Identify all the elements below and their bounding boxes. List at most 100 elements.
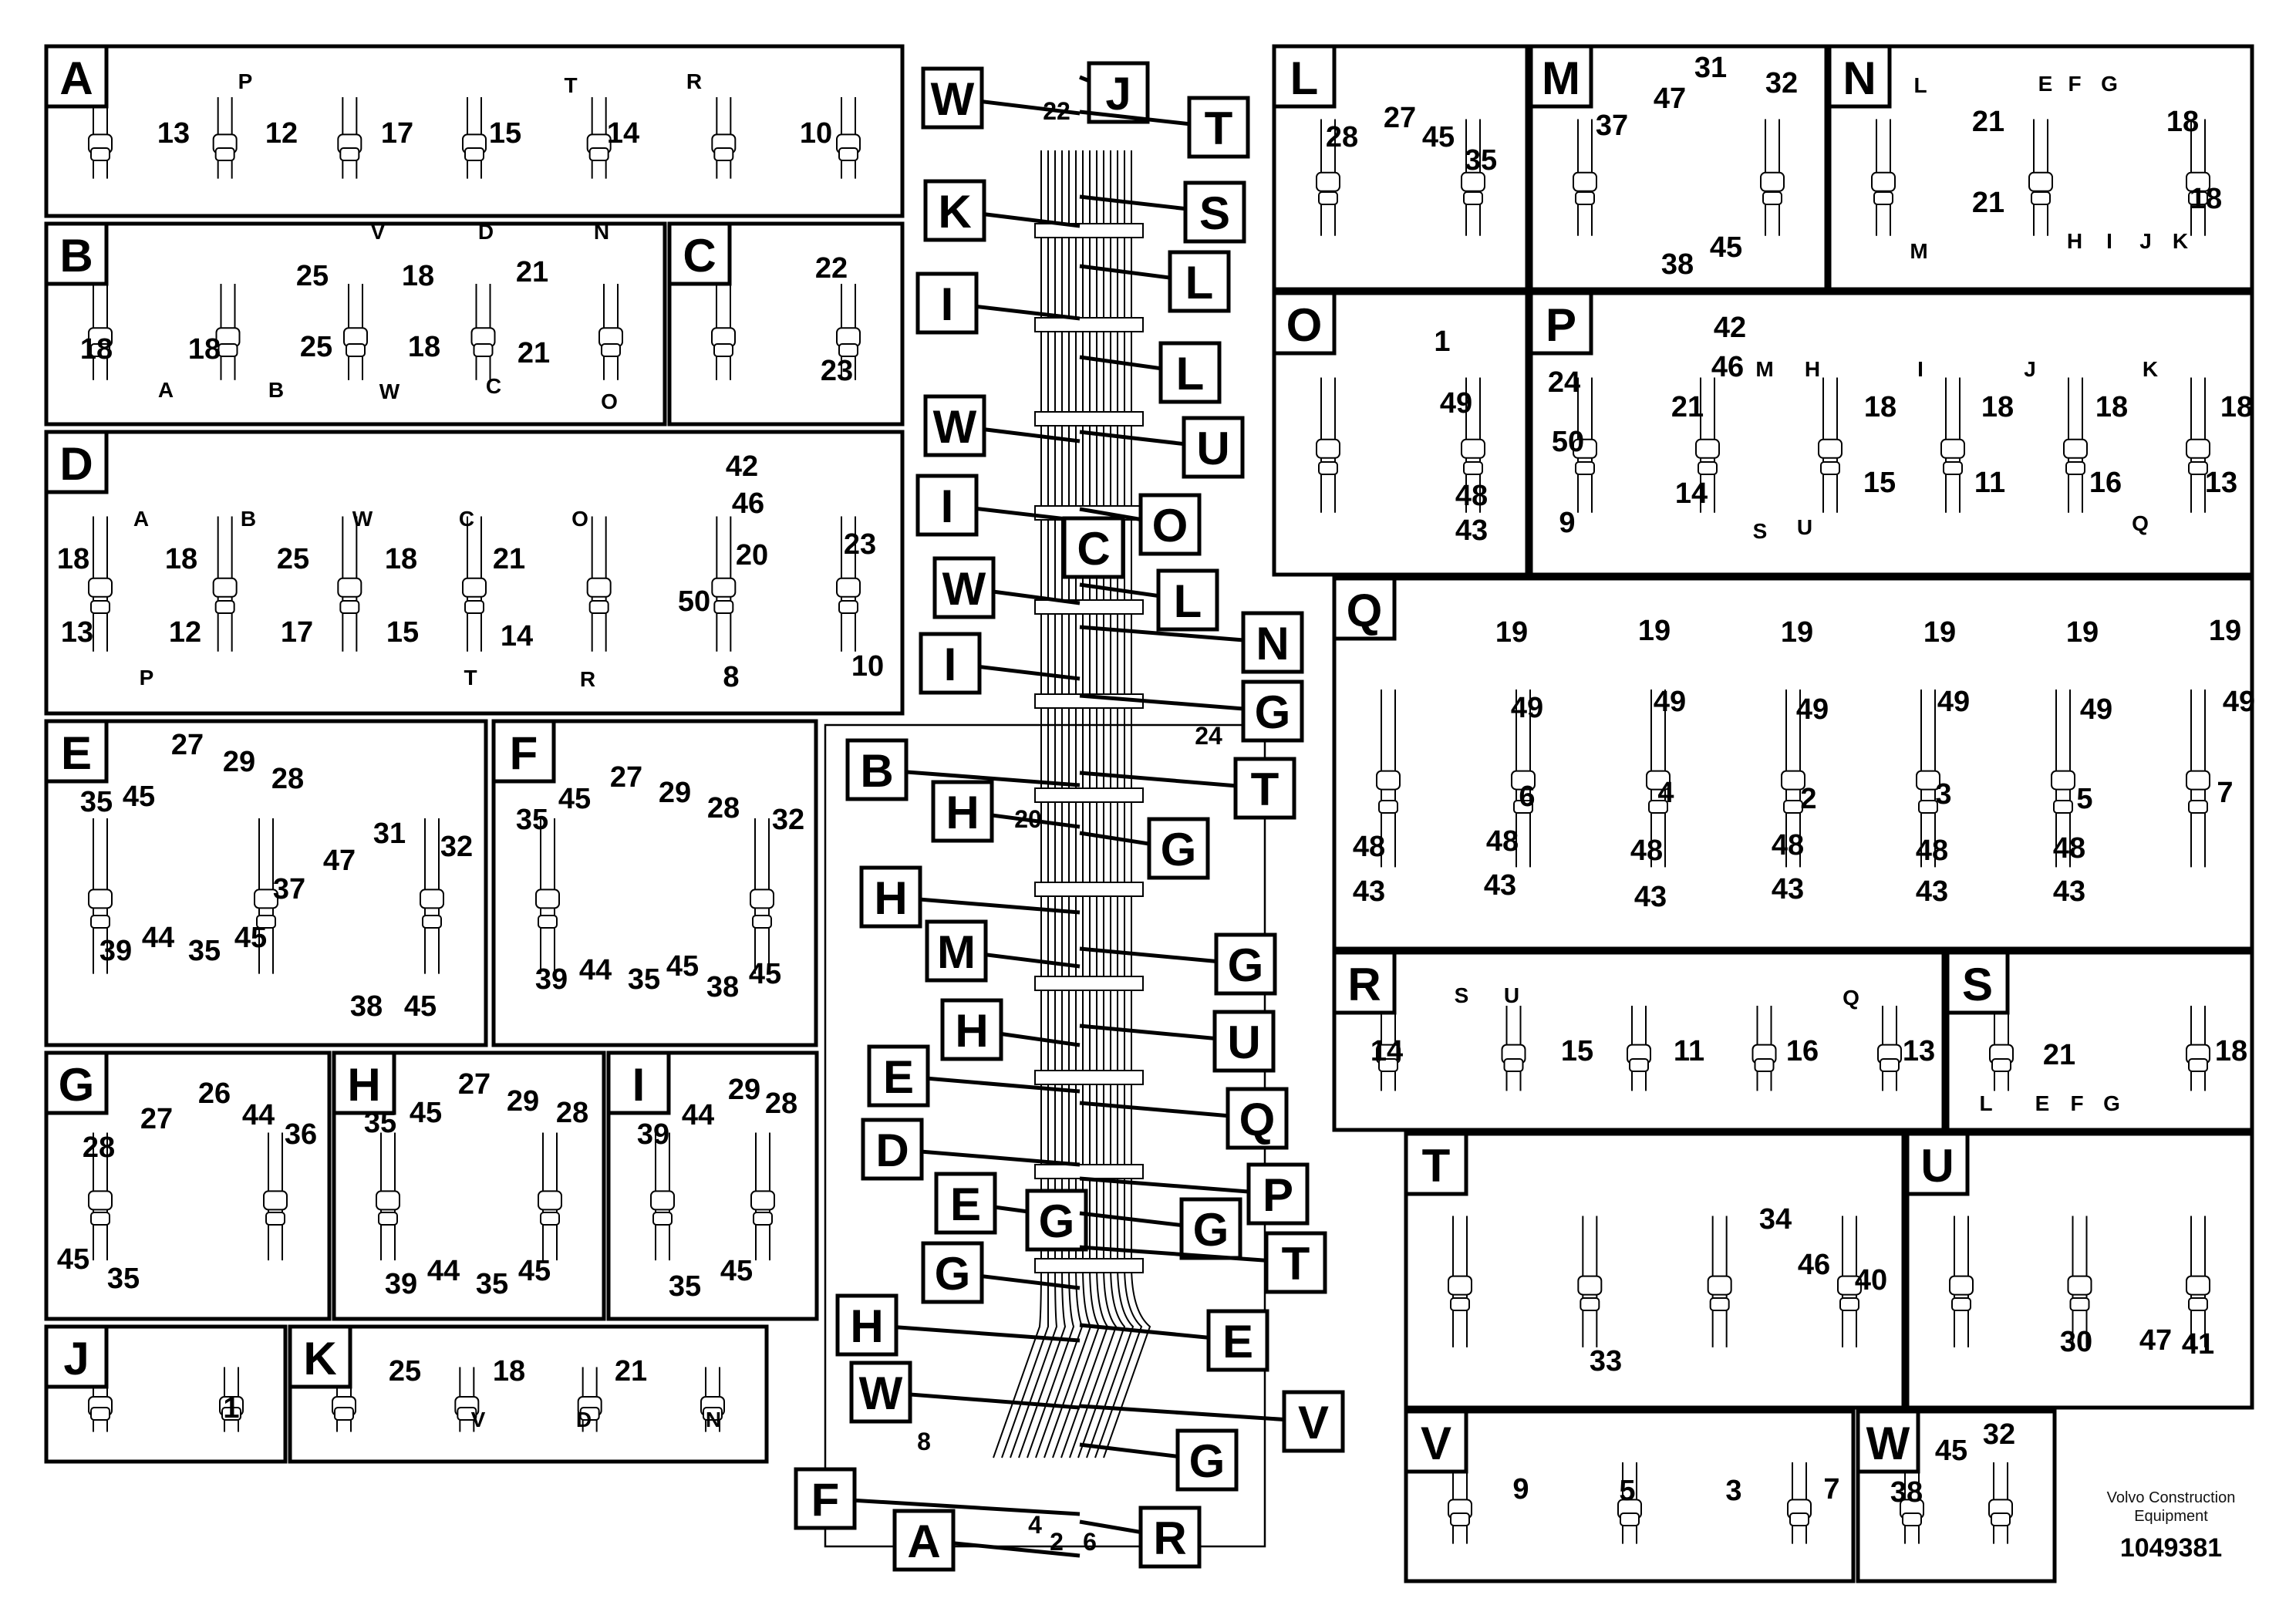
part-label: 48: [1772, 829, 1804, 862]
part-label: 35: [188, 935, 221, 967]
callout-box: [1246, 1162, 1310, 1226]
callout-box: [923, 394, 986, 457]
callout-box: [1187, 96, 1250, 159]
part-label: 38: [350, 990, 383, 1023]
part-label: 46: [1711, 351, 1744, 383]
callout-box: [1138, 493, 1202, 556]
part-label: 39: [99, 935, 132, 967]
part-label: 2: [1800, 783, 1816, 815]
panel-letter-box: [1332, 950, 1397, 1015]
callout-box: [1214, 932, 1277, 996]
main-part-number: 4: [1028, 1511, 1042, 1539]
part-label: G: [2103, 1091, 2120, 1115]
part-label: R: [580, 667, 595, 691]
part-label: 21: [518, 337, 550, 369]
part-label: 17: [281, 616, 313, 649]
callout-letter: T: [1205, 103, 1233, 154]
part-label: 16: [1786, 1035, 1819, 1067]
part-label: 37: [1596, 110, 1628, 142]
callout-box: [1182, 416, 1245, 479]
main-part-number: 24: [1195, 722, 1222, 750]
part-label: 44: [579, 954, 612, 986]
callout-letter: B: [860, 745, 893, 797]
part-label: K: [2173, 229, 2188, 253]
callout-box: [1158, 341, 1222, 404]
panel-letter-box: [606, 1050, 671, 1115]
part-label: 14: [1371, 1035, 1403, 1067]
panel-letter: N: [1843, 52, 1876, 104]
panel-letter: B: [59, 230, 93, 282]
part-label: 44: [142, 922, 174, 954]
part-label: 35: [516, 804, 548, 836]
callout-box: [1226, 1087, 1289, 1150]
callout-letter: J: [1105, 68, 1131, 120]
part-label: 47: [1654, 83, 1686, 115]
callout-letter: H: [946, 787, 979, 838]
part-label: 5: [2076, 783, 2092, 815]
part-label: 45: [404, 990, 437, 1023]
callout-letter: G: [1039, 1195, 1075, 1247]
part-label: 42: [726, 450, 758, 483]
part-label: 46: [732, 487, 764, 520]
part-label: 1: [1434, 325, 1450, 358]
part-label: 29: [507, 1085, 539, 1118]
part-label: 28: [556, 1097, 588, 1129]
panel-border: [1404, 1131, 1906, 1410]
callout-box: [867, 1044, 930, 1108]
part-label: 50: [1552, 426, 1584, 458]
callout-letter: E: [883, 1051, 914, 1103]
part-label: 40: [1855, 1264, 1887, 1297]
part-label: K: [2143, 357, 2158, 381]
part-label: 32: [1765, 67, 1798, 99]
panel-letter: S: [1962, 959, 1993, 1010]
panel-letter-box: [44, 719, 109, 784]
part-label: 47: [323, 845, 356, 877]
part-label: A: [158, 378, 174, 402]
part-label: 21: [493, 543, 525, 575]
part-label: Q: [1843, 986, 1859, 1010]
panel-border: [1827, 44, 2254, 292]
part-label: 18: [1981, 391, 2014, 423]
part-label: 15: [1863, 467, 1896, 499]
part-label: 23: [821, 355, 853, 387]
pipe-clamp: [1034, 1070, 1144, 1085]
part-label: 30: [2060, 1326, 2092, 1358]
part-label: W: [352, 507, 373, 531]
part-label: 49: [1796, 693, 1829, 726]
callout-letter: G: [1193, 1204, 1229, 1256]
part-label: 47: [2139, 1324, 2172, 1357]
part-label: 45: [666, 950, 699, 983]
part-label: 39: [535, 963, 568, 996]
part-label: 46: [1798, 1249, 1830, 1281]
part-label: 34: [1759, 1203, 1792, 1236]
pipe-clamp: [1034, 787, 1144, 803]
part-label: 49: [1937, 686, 1970, 718]
pipe-clamp: [1034, 223, 1144, 238]
panel-letter: R: [1347, 959, 1381, 1010]
callout-box: [1147, 817, 1210, 880]
part-label: 7: [1823, 1473, 1839, 1506]
part-label: 21: [1671, 391, 1704, 423]
callout-letter: G: [1161, 824, 1197, 875]
callout-letter: N: [1256, 618, 1289, 669]
panel-letter-box: [1404, 1409, 1468, 1474]
part-label: 42: [1714, 312, 1746, 344]
part-label: 38: [706, 971, 739, 1003]
part-label: 12: [169, 616, 201, 649]
part-label: 43: [1455, 514, 1488, 547]
part-label: D: [576, 1408, 592, 1431]
brand-label: Volvo Construction Equipment: [2106, 1489, 2236, 1525]
panel-letter: O: [1286, 299, 1323, 351]
callout-box: [921, 1241, 984, 1304]
